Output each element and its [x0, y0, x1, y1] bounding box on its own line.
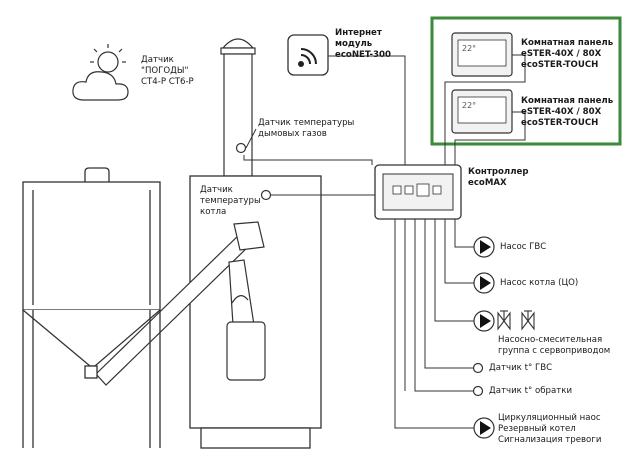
- extra-output-line3: Сигнализация тревоги: [498, 435, 602, 445]
- boiler-sensor-line2: температуры: [200, 196, 261, 206]
- wiring: [243, 54, 526, 429]
- boiler-temperature-sensor: [260, 189, 272, 201]
- room-panel-device: 22°: [451, 32, 513, 77]
- wifi-icon: [298, 48, 317, 67]
- boiler: [189, 175, 322, 449]
- flue-sensor-line1: Датчик температуры: [258, 118, 355, 128]
- mixing-group-line1: Насосно-смесительная: [498, 335, 603, 345]
- valve-icon: [521, 310, 535, 331]
- weather-sensor-label: Датчик "ПОГОДЫ" CT4-P CT6-P: [141, 55, 194, 88]
- room-panel-line3: ecoSTER-TOUCH: [521, 60, 599, 70]
- pump-icon: [473, 236, 495, 258]
- room-panel-line1: Комнатная панель: [521, 96, 614, 106]
- extra-output-line2: Резервный котел: [498, 424, 576, 434]
- flue-sensor-line2: дымовых газов: [258, 129, 327, 139]
- room-panel-line1: Комнатная панель: [521, 38, 614, 48]
- pump-icon: [473, 417, 495, 439]
- weather-sensor-line1: Датчик: [141, 55, 174, 65]
- return-temp-sensor-label: Датчик t° обратки: [489, 386, 573, 396]
- room-panel-line2: eSTER-40X / 80X: [521, 49, 602, 59]
- extra-output-line1: Циркуляционный наос: [498, 413, 601, 423]
- room-panel-line2: eSTER-40X / 80X: [521, 107, 602, 117]
- extra-outputs-label: Циркуляционный наос Резервный котел Сигн…: [498, 413, 601, 446]
- mixing-group-line2: группа с сервоприводом: [498, 346, 611, 356]
- boiler-sensor-line3: котла: [200, 207, 227, 217]
- room-panels-highlight-frame: [430, 16, 622, 146]
- auger-feeder: [95, 221, 265, 386]
- room-panel-label: Комнатная панель eSTER-40X / 80X ecoSTER…: [521, 38, 613, 71]
- internet-module-line1: Интернет: [335, 28, 382, 38]
- sensor-icon: [472, 362, 484, 374]
- room-panel-line3: ecoSTER-TOUCH: [521, 118, 599, 128]
- internet-module-line3: ecoNET-300: [335, 50, 391, 60]
- pump-icon: [473, 272, 495, 294]
- mixing-group-label: Насосно-смесительная группа с сервоприво…: [498, 335, 610, 357]
- room-panel-label: Комнатная панель eSTER-40X / 80X ecoSTER…: [521, 96, 613, 129]
- dhw-pump-label: Насос ГВС: [500, 242, 547, 252]
- valve-icon: [497, 310, 511, 331]
- fuel-chamber: [226, 321, 266, 381]
- flue-sensor-label: Датчик температуры дымовых газов: [258, 118, 354, 140]
- internet-module-label: Интернет модуль ecoNET-300: [335, 28, 391, 61]
- boiler-sensor-line1: Датчик: [200, 185, 233, 195]
- dhw-temp-sensor-label: Датчик t° ГВС: [489, 363, 553, 373]
- chimney: [220, 38, 256, 177]
- weather-sensor-line2: "ПОГОДЫ": [141, 66, 189, 76]
- boiler-sensor-label: Датчик температуры котла: [200, 185, 261, 218]
- controller-device: [374, 164, 462, 220]
- controller-label: Контроллер ecoMAX: [468, 167, 528, 189]
- pump-icon: [473, 310, 495, 332]
- fuel-hopper: [22, 167, 161, 448]
- room-panel-temp: 22°: [462, 44, 476, 53]
- weather-sensor-line3: CT4-P CT6-P: [141, 77, 194, 87]
- room-panel-temp: 22°: [462, 101, 476, 110]
- controller-line2: ecoMAX: [468, 178, 507, 188]
- flue-temperature-sensor: [235, 142, 247, 154]
- sensor-icon: [472, 385, 484, 397]
- cloud-sun-icon: [72, 44, 129, 101]
- room-panel-device: 22°: [451, 89, 513, 134]
- boiler-pump-label: Насос котла (ЦО): [500, 278, 579, 288]
- controller-line1: Контроллер: [468, 167, 529, 177]
- internet-module-line2: модуль: [335, 39, 373, 49]
- internet-module: [287, 34, 329, 76]
